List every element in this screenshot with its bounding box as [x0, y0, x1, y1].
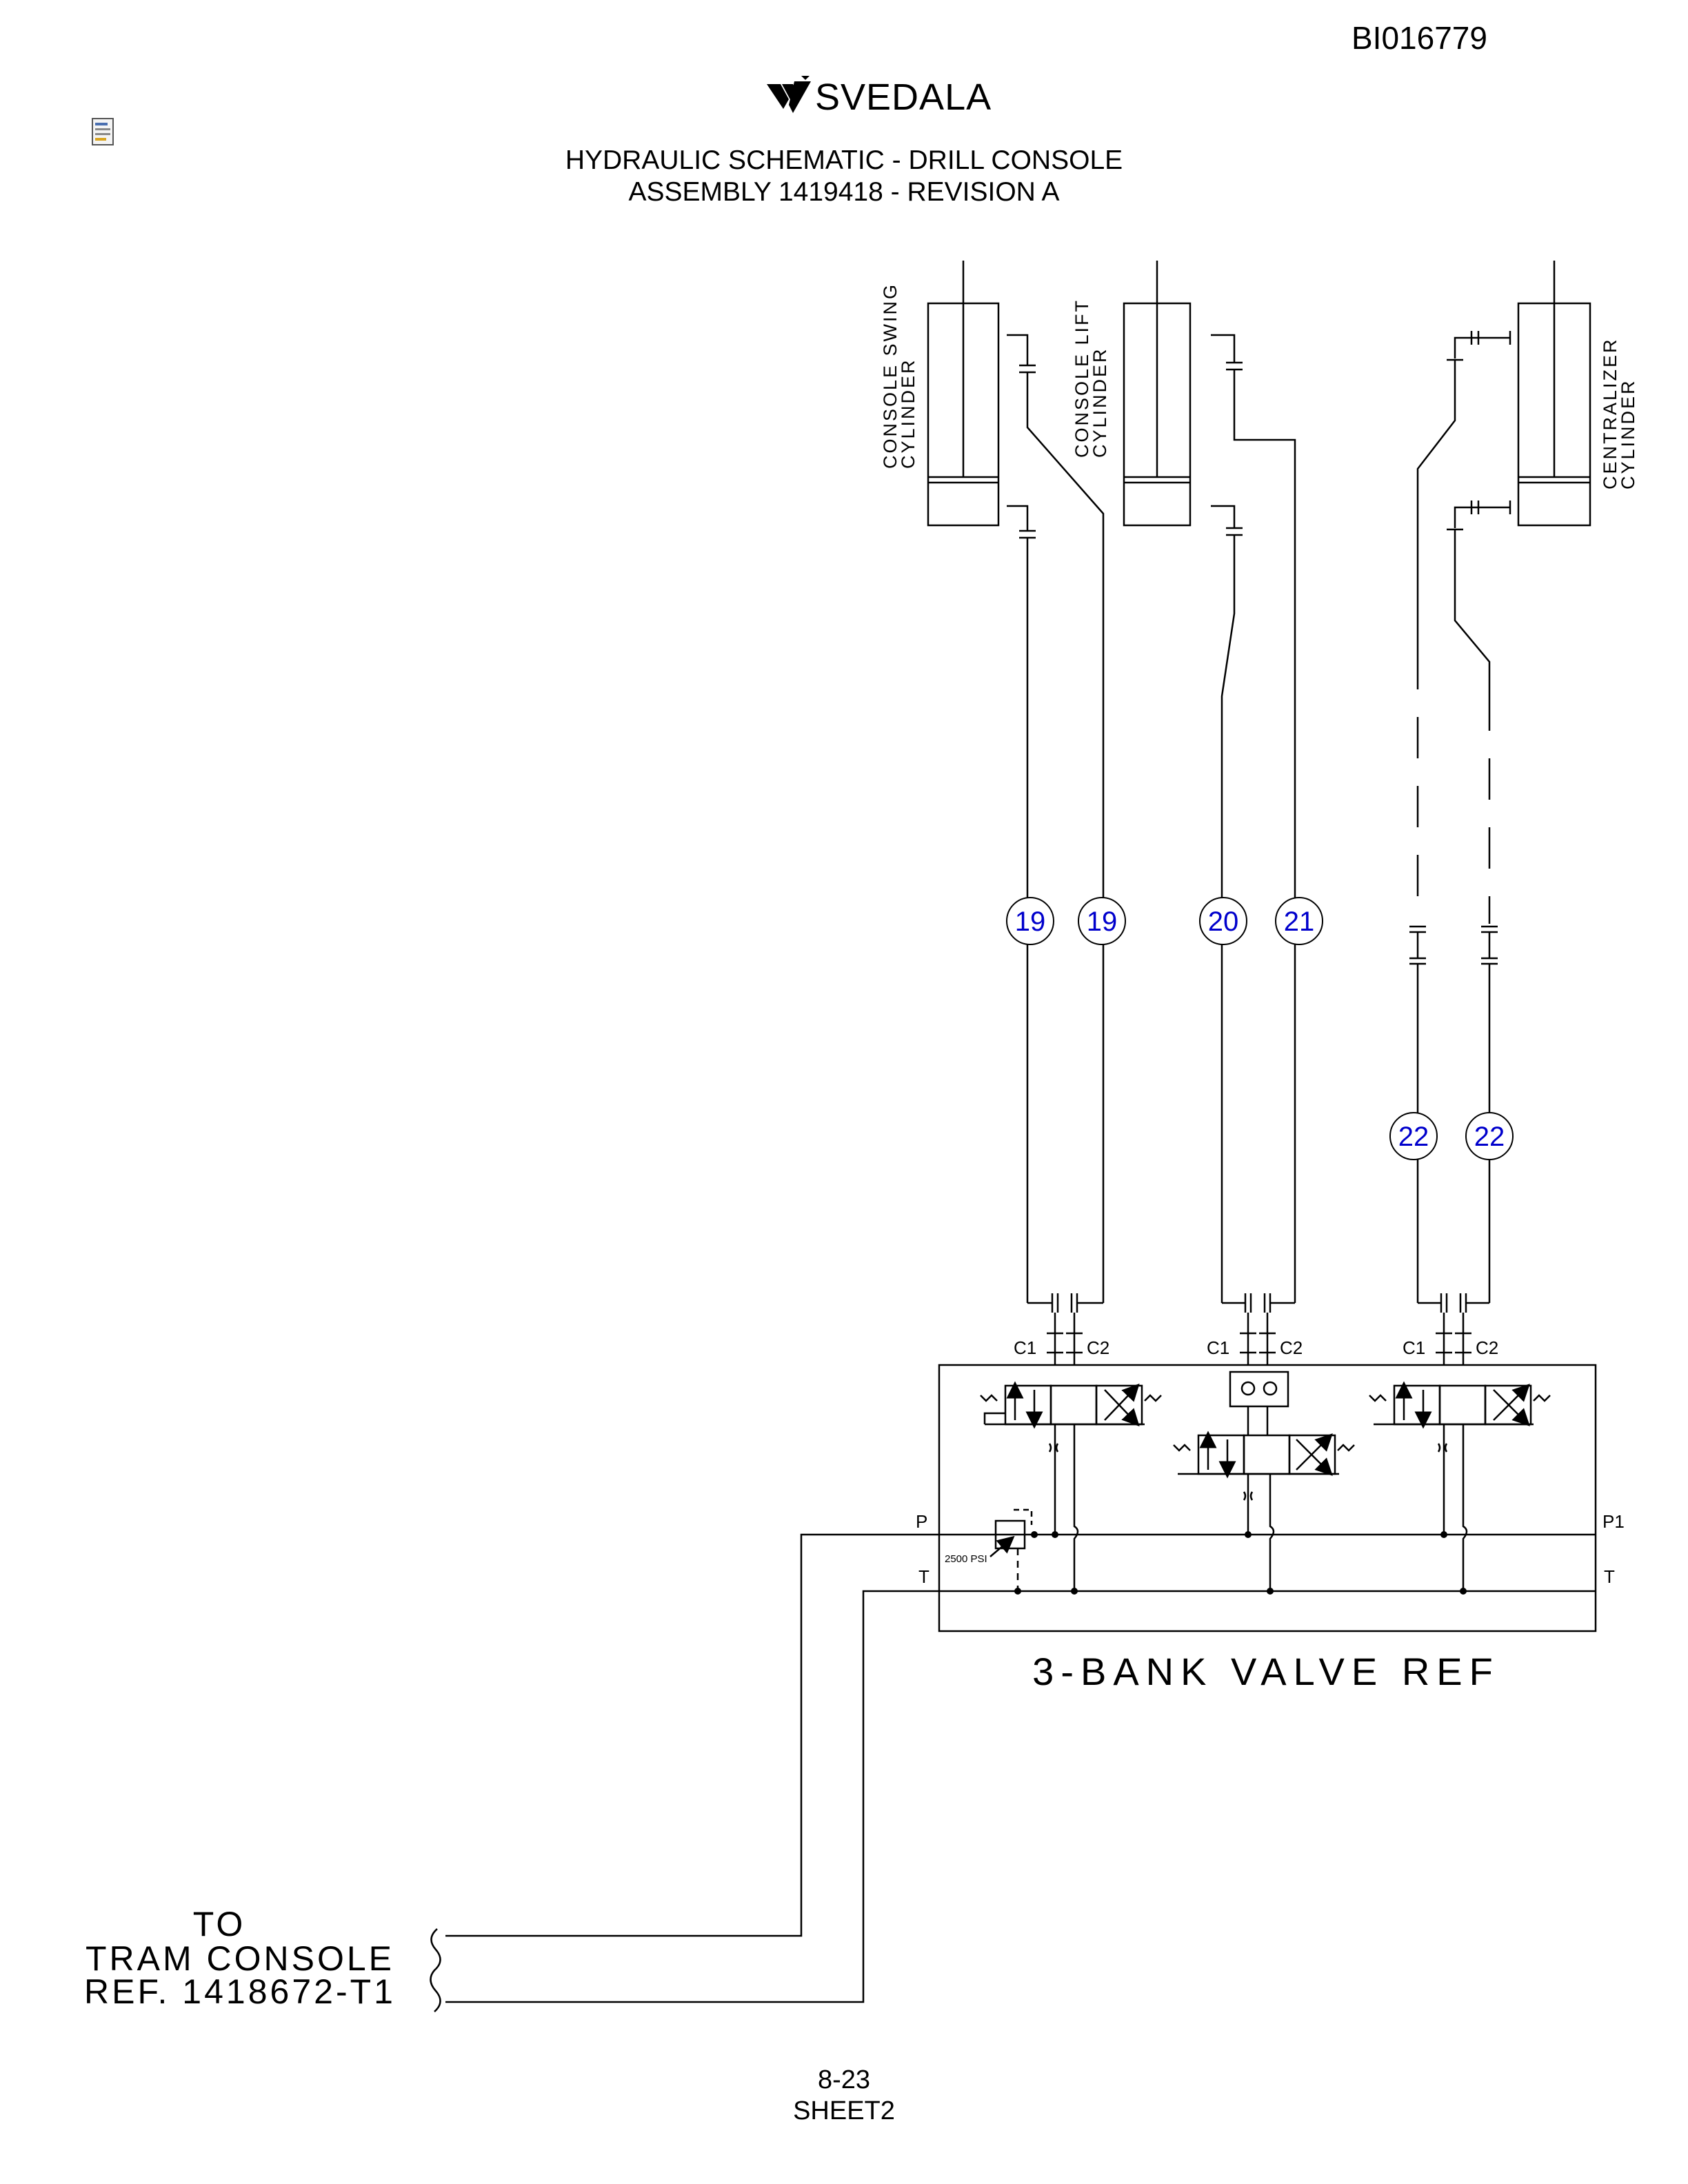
cylinder-labels: CONSOLE SWING CYLINDER CONSOLE LIFT CYLI… — [880, 283, 1638, 489]
document-icon[interactable] — [90, 116, 117, 148]
svedala-mark-icon — [767, 76, 811, 113]
hose-callout-19a — [1006, 897, 1054, 945]
centralizer-label-line2: CYLINDER — [1618, 378, 1638, 489]
port-c1: C1 — [1207, 1337, 1229, 1358]
valve-port-connections — [1027, 1293, 1489, 1365]
centralizer-cylinder — [1409, 261, 1591, 1303]
hose-number: 21 — [1284, 907, 1315, 937]
hose-number: 22 — [1474, 1122, 1505, 1152]
relief-pressure-label: 2500 PSI — [945, 1553, 987, 1565]
hose-number: 19 — [1015, 907, 1046, 937]
junction-dots — [1014, 1531, 1467, 1595]
port-c1: C1 — [1014, 1337, 1036, 1358]
brand-name: SVEDALA — [815, 77, 992, 118]
port-c2: C2 — [1476, 1337, 1498, 1358]
hose-number: 22 — [1398, 1122, 1429, 1152]
port-c2: C2 — [1087, 1337, 1109, 1358]
hose-callout-22b — [1465, 1112, 1514, 1160]
hose-callout-labels: 19 19 20 21 22 22 — [1015, 907, 1505, 1152]
tram-console-reference: TO TRAM CONSOLE REF. 1418672-T1 — [84, 1905, 396, 2011]
hose-number: 19 — [1087, 907, 1118, 937]
hose-callouts — [1006, 897, 1514, 1160]
port-t-right: T — [1604, 1566, 1615, 1587]
svedala-logo: SVEDALA — [765, 74, 991, 123]
tram-ref-line3: REF. 1418672-T1 — [84, 1972, 396, 2011]
port-c2: C2 — [1280, 1337, 1303, 1358]
hose-callout-20 — [1199, 897, 1247, 945]
title-line-2: ASSEMBLY 1419418 - REVISION A — [628, 177, 1060, 207]
centralizer-label-line1: CENTRALIZER — [1600, 337, 1620, 489]
document-id: BI016779 — [1352, 20, 1487, 56]
console-lift-cylinder — [1123, 261, 1296, 1303]
hose-callout-22a — [1389, 1112, 1438, 1160]
port-p: P — [916, 1511, 927, 1532]
hose-callout-21 — [1275, 897, 1323, 945]
lift-label-line1: CONSOLE LIFT — [1072, 299, 1092, 458]
hose-callout-19b — [1078, 897, 1126, 945]
tram-ref-line2: TRAM CONSOLE — [86, 1939, 394, 1978]
valve-label: 3-BANK VALVE REF — [1032, 1650, 1500, 1693]
sheet-label: SHEET2 — [793, 2096, 895, 2125]
three-bank-valve — [938, 1364, 1597, 1632]
tram-ref-line1: TO — [193, 1905, 246, 1943]
swing-label-line1: CONSOLE SWING — [880, 283, 901, 469]
tram-console-lines — [430, 1533, 939, 2012]
port-p1: P1 — [1602, 1511, 1625, 1532]
port-t: T — [918, 1566, 930, 1587]
lift-label-line2: CYLINDER — [1089, 347, 1110, 458]
port-c1: C1 — [1403, 1337, 1425, 1358]
page-number: 8-23 — [817, 2065, 871, 2094]
port-labels: C1 C2 C1 C2 C1 C2 P P1 T T — [916, 1337, 1625, 1587]
hose-number: 20 — [1208, 907, 1239, 937]
swing-label-line2: CYLINDER — [898, 358, 918, 469]
title-line-1: HYDRAULIC SCHEMATIC - DRILL CONSOLE — [565, 145, 1123, 175]
